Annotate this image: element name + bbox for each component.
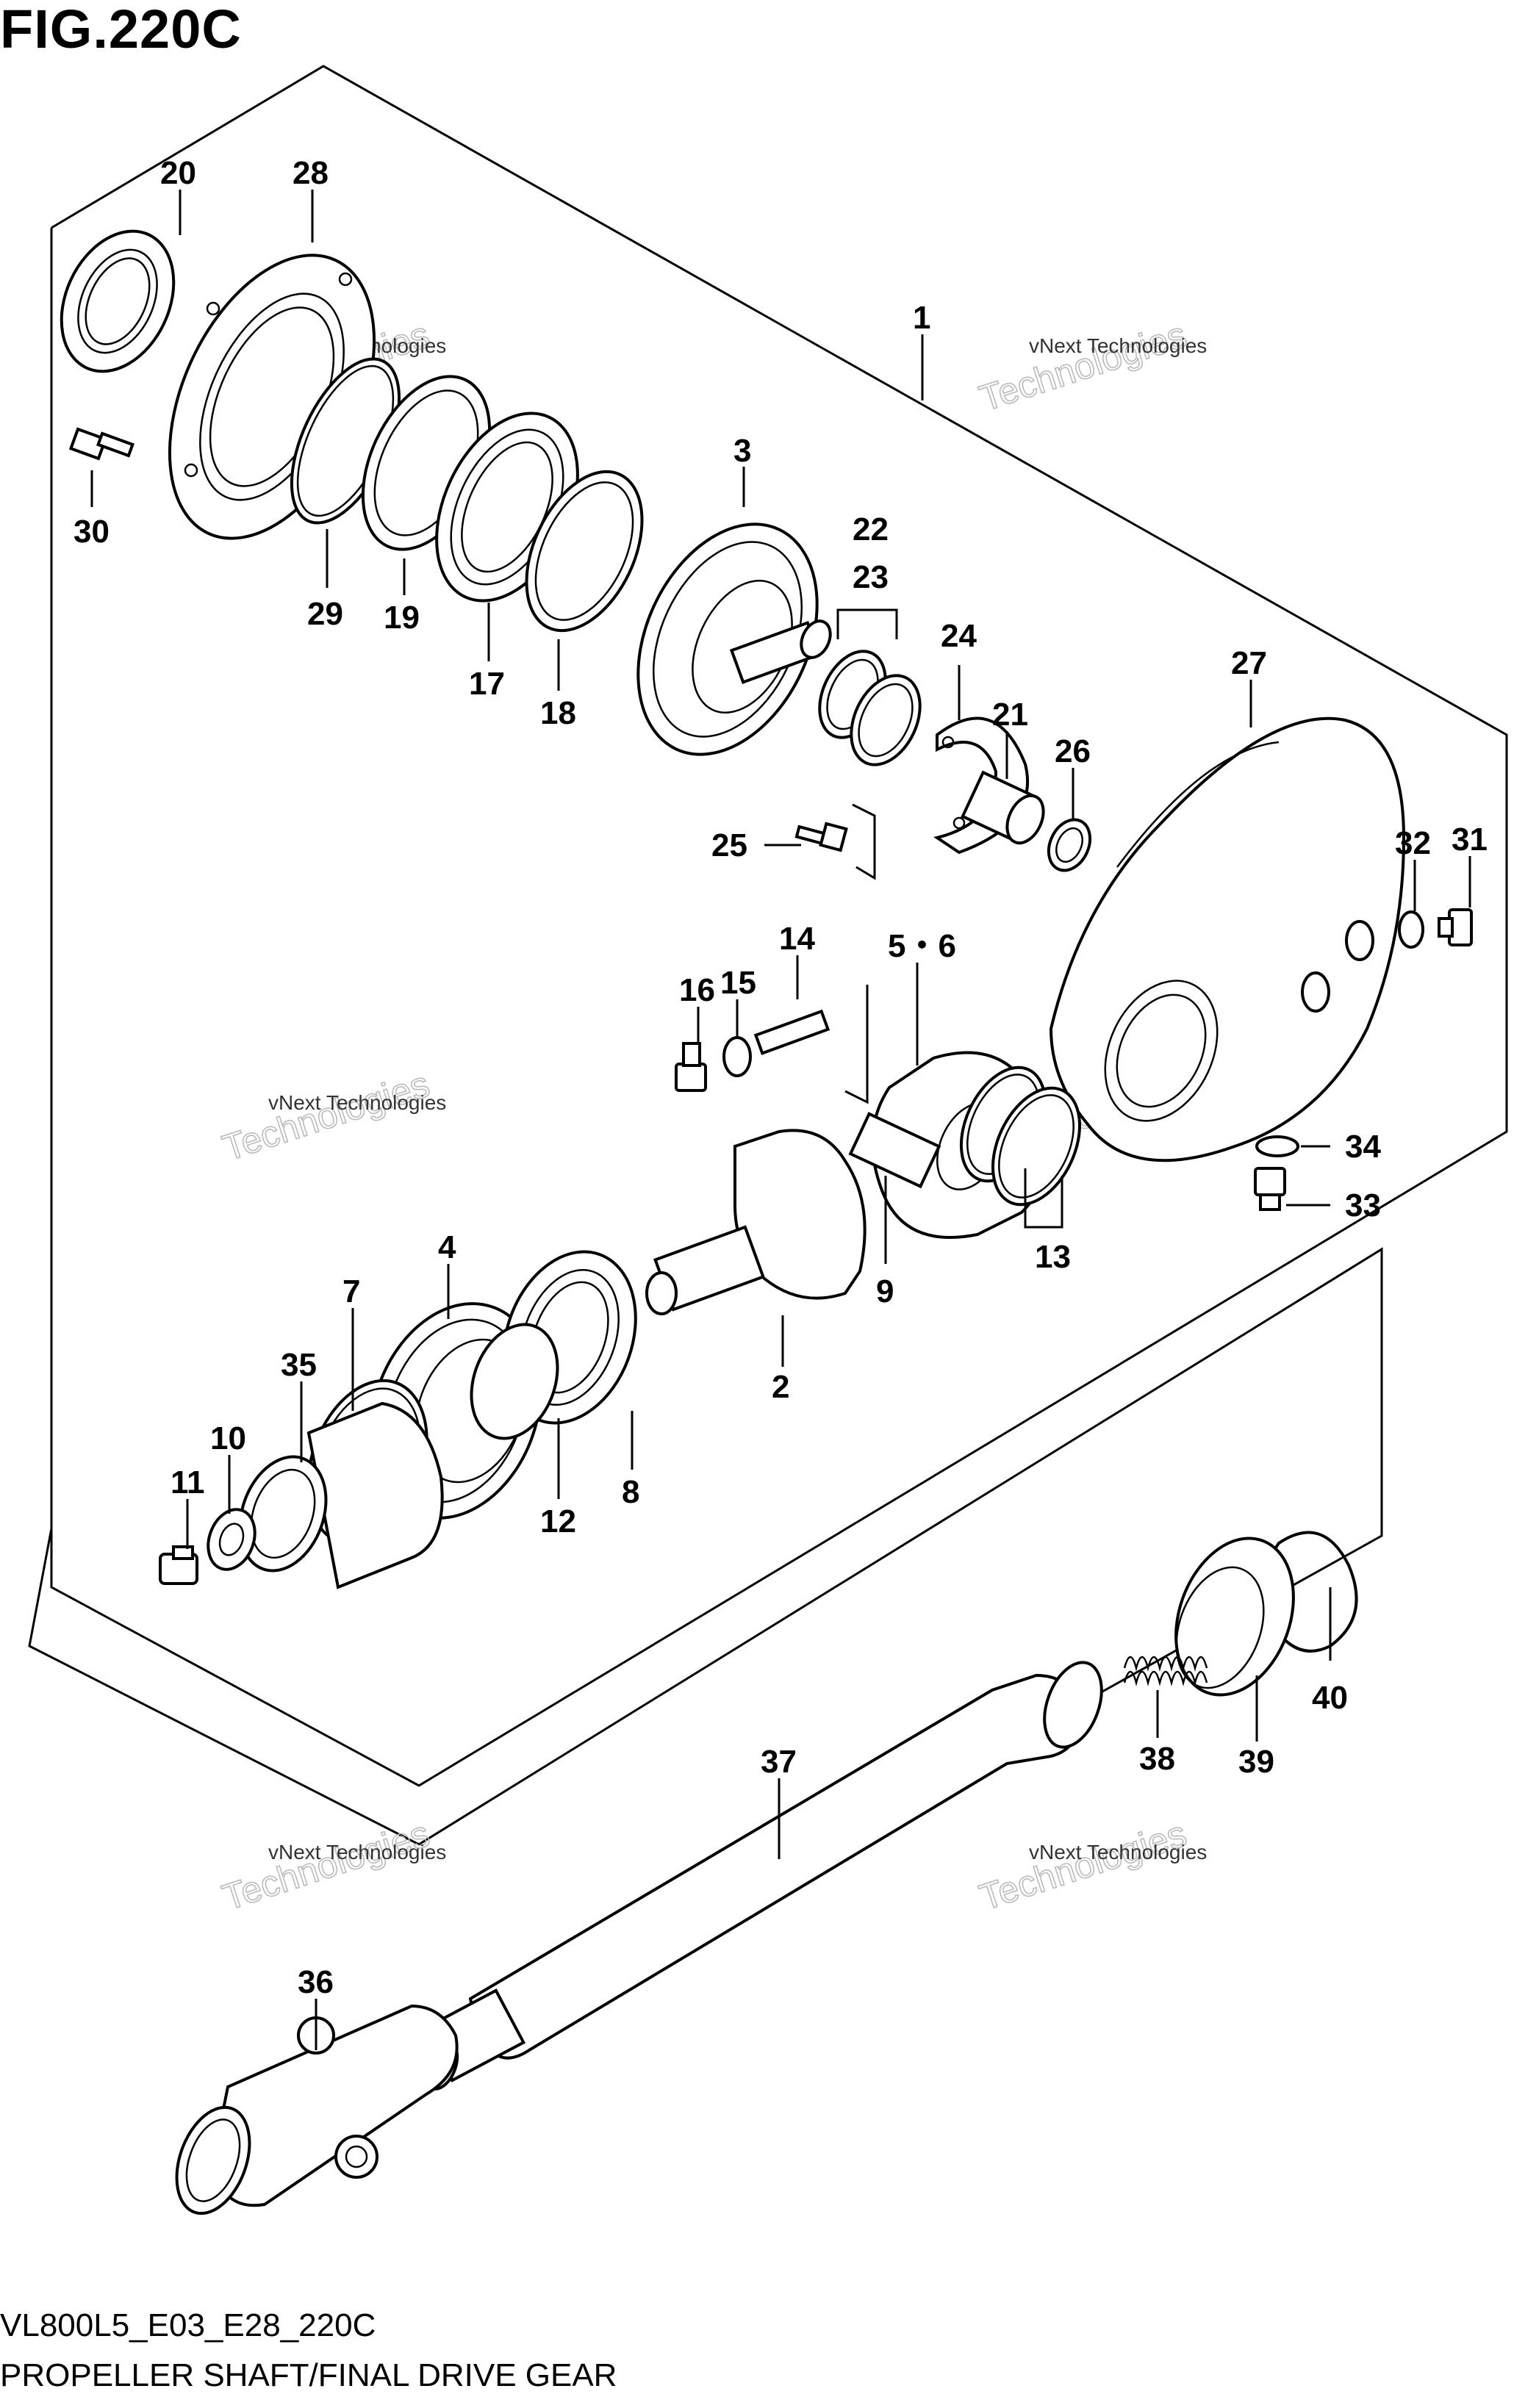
part-2-final-drive-gear — [645, 1129, 867, 1315]
figure-caption: PROPELLER SHAFT/FINAL DRIVE GEAR — [0, 2357, 617, 2393]
callout-24: 24 — [941, 618, 977, 654]
callout-1: 1 — [913, 300, 930, 336]
callout-26: 26 — [1055, 733, 1091, 769]
part-3-final-driven-gear — [636, 522, 832, 756]
leader-zigzag — [852, 803, 876, 880]
part-30-bolt — [68, 427, 134, 461]
part-13-o-rings — [959, 1065, 1082, 1207]
callout-14: 14 — [779, 921, 815, 957]
part-14-stud-bolt — [753, 1009, 830, 1055]
part-20-oil-seal — [60, 229, 176, 373]
callout-3: 3 — [733, 433, 751, 469]
callout-23: 23 — [853, 559, 889, 595]
leader-bracket — [844, 985, 869, 1104]
callout-37: 37 — [761, 1744, 797, 1780]
callout-36: 36 — [298, 1964, 334, 2000]
part-18-shim — [525, 470, 644, 633]
callout-17: 17 — [469, 666, 505, 702]
watermark-large: Technologies — [975, 1813, 1191, 1918]
callout-9: 9 — [876, 1273, 894, 1309]
callout-38: 38 — [1139, 1741, 1175, 1777]
part-25-bolt — [794, 822, 848, 852]
callout-31: 31 — [1452, 822, 1488, 858]
figure-code: VL800L5_E03_E28_220C — [0, 2307, 376, 2343]
part-16-bolt — [675, 1042, 707, 1092]
callout-5-6: 5・6 — [888, 928, 956, 964]
callout-15: 15 — [720, 965, 756, 1001]
part-35-coupling — [238, 1401, 444, 1589]
part-11-nut — [159, 1545, 198, 1585]
callout-33: 33 — [1345, 1187, 1381, 1223]
callout-28: 28 — [293, 155, 329, 191]
figure-title: FIG.220C — [0, 0, 242, 60]
callout-25: 25 — [711, 827, 747, 863]
callout-27: 27 — [1231, 645, 1267, 681]
watermark-small: vNext Technologies — [1029, 1841, 1207, 1863]
watermark-large: Technologies — [218, 1813, 434, 1918]
callout-20: 20 — [160, 155, 196, 191]
callout-12: 12 — [540, 1503, 576, 1539]
callout-16: 16 — [679, 972, 715, 1008]
watermark-large: Technologies — [975, 314, 1191, 419]
watermark-small: vNext Technologies — [268, 1841, 446, 1863]
callout-40: 40 — [1312, 1680, 1348, 1716]
callout-7: 7 — [342, 1273, 360, 1309]
callout-21: 21 — [992, 697, 1028, 733]
callout-29: 29 — [307, 596, 343, 632]
callout-39: 39 — [1238, 1744, 1274, 1780]
callout-19: 19 — [384, 600, 420, 636]
part-22-23-ring — [818, 650, 922, 766]
callout-32: 32 — [1395, 825, 1431, 861]
callout-10: 10 — [210, 1420, 246, 1456]
watermark-small: vNext Technologies — [1029, 334, 1207, 357]
callout-8: 8 — [622, 1474, 639, 1510]
part-21-needle-bearing — [961, 770, 1045, 845]
callout-13: 13 — [1035, 1239, 1071, 1275]
callout-labels: 1 2 3 4 5・6 7 8 9 10 11 12 13 14 15 16 1… — [73, 155, 1488, 2000]
part-39-spring-seat — [1174, 1537, 1295, 1697]
callout-30: 30 — [73, 514, 110, 550]
callout-11: 11 — [171, 1464, 205, 1500]
callout-2: 2 — [772, 1369, 789, 1405]
part-33-drain-plug — [1254, 1167, 1286, 1211]
callout-18: 18 — [540, 695, 576, 731]
part-27-final-gear-case — [1049, 716, 1406, 1162]
leader-lines — [90, 190, 1471, 2050]
callout-35: 35 — [281, 1347, 317, 1383]
watermark-large: Technologies — [218, 1063, 434, 1168]
watermark-small: vNext Technologies — [268, 1091, 446, 1114]
part-12-bearing-race — [470, 1323, 559, 1440]
part-15-washer — [722, 1036, 752, 1077]
part-34-gasket — [1255, 1135, 1299, 1157]
callout-22: 22 — [853, 511, 889, 547]
part-38-spring — [1123, 1656, 1208, 1686]
callout-34: 34 — [1345, 1129, 1381, 1165]
part-10-washer — [207, 1508, 256, 1571]
part-36-universal-joint — [175, 2004, 459, 2215]
part-26-washer — [1047, 818, 1092, 872]
callout-4: 4 — [438, 1229, 456, 1265]
part-31-filler-bolt — [1438, 908, 1473, 946]
part-32-gasket — [1398, 910, 1424, 949]
